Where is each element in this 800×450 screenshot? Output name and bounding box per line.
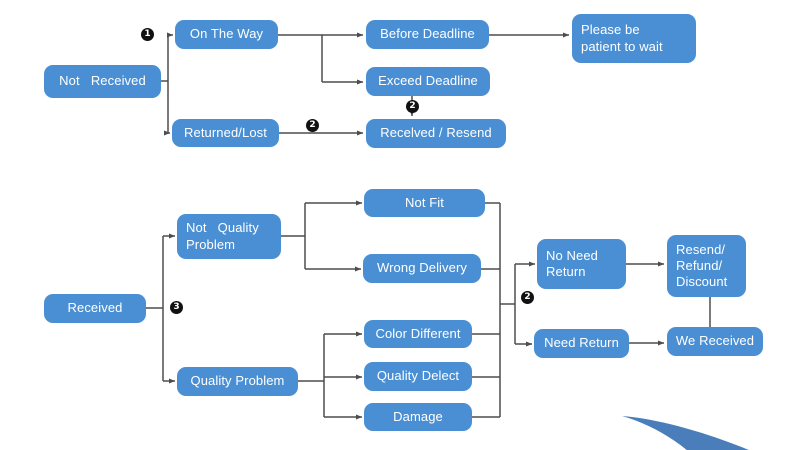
node-label: Received: [67, 300, 123, 316]
node-label: Color Different: [375, 325, 461, 341]
node-label: Not Quality Problem: [186, 220, 259, 252]
step-marker-3-received: 3: [170, 301, 183, 314]
node-recelved-resend[interactable]: Recelved / Resend: [366, 119, 506, 148]
step-marker-glyph: 2: [409, 101, 416, 111]
node-label: Please be patient to wait: [581, 22, 663, 54]
node-wrong-delivery[interactable]: Wrong Delivery: [363, 254, 481, 283]
swoosh-shape: [622, 416, 749, 450]
node-returned-lost[interactable]: Returned/Lost: [172, 119, 279, 147]
node-label: No Need Return: [546, 247, 599, 279]
node-label: Before Deadline: [380, 26, 475, 42]
node-before-deadline[interactable]: Before Deadline: [366, 20, 489, 49]
node-color-different[interactable]: Color Different: [364, 320, 472, 348]
step-marker-2-exceed: 2: [406, 100, 419, 113]
step-marker-glyph: 2: [524, 292, 531, 302]
node-not-fit[interactable]: Not Fit: [364, 189, 485, 217]
node-label: Wrong Delivery: [376, 260, 468, 276]
node-quality-delect[interactable]: Quality Delect: [364, 362, 472, 391]
step-marker-glyph: 3: [173, 302, 180, 312]
step-marker-2-return: 2: [521, 291, 534, 304]
node-not-received[interactable]: Not Received: [44, 65, 161, 98]
node-damage[interactable]: Damage: [364, 403, 472, 431]
node-label: Not Fit: [405, 194, 444, 210]
node-we-received[interactable]: We Received: [667, 327, 763, 356]
node-exceed-deadline[interactable]: Exceed Deadline: [366, 67, 490, 96]
node-label: Not Received: [59, 73, 146, 89]
node-label: Quality Problem: [190, 373, 285, 389]
node-no-need-return[interactable]: No Need Return: [537, 239, 626, 289]
node-label: Damage: [393, 408, 443, 424]
step-marker-glyph: 1: [144, 29, 151, 39]
node-label: Exceed Deadline: [378, 73, 478, 89]
step-marker-2-returned: 2: [306, 119, 319, 132]
node-on-the-way[interactable]: On The Way: [175, 20, 278, 49]
node-not-quality-problem[interactable]: Not Quality Problem: [177, 214, 281, 259]
node-label: Need Return: [544, 335, 619, 351]
step-marker-1: 1: [141, 28, 154, 41]
node-need-return[interactable]: Need Return: [534, 329, 629, 358]
node-label: We Received: [675, 333, 755, 349]
node-label: Resend/ Refund/ Discount: [676, 241, 728, 290]
node-quality-problem[interactable]: Quality Problem: [177, 367, 298, 396]
node-label: On The Way: [189, 26, 264, 42]
step-marker-glyph: 2: [309, 120, 316, 130]
node-resend-refund-discount[interactable]: Resend/ Refund/ Discount: [667, 235, 746, 297]
node-label: Quality Delect: [376, 368, 460, 384]
node-please-be-patient[interactable]: Please be patient to wait: [572, 14, 696, 63]
node-received[interactable]: Received: [44, 294, 146, 323]
node-label: Returned/Lost: [184, 124, 267, 140]
node-label: Recelved / Resend: [380, 125, 492, 141]
